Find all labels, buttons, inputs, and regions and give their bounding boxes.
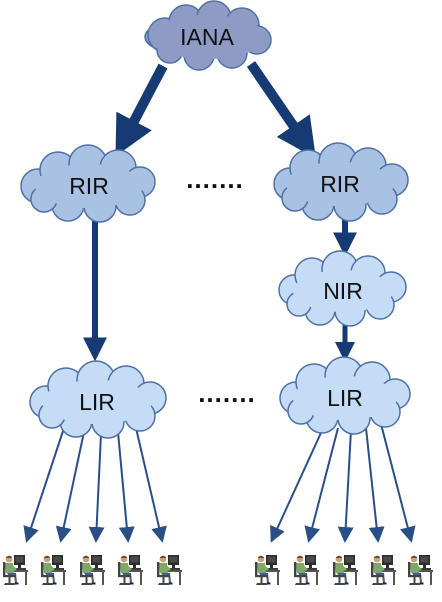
- user-at-computer-icon: [157, 555, 182, 585]
- user-at-computer-icon: [118, 555, 143, 585]
- cloud-lir-left: LIR: [29, 360, 167, 439]
- user-at-computer-icon: [371, 555, 396, 585]
- lir-right-label: LIR: [327, 385, 363, 411]
- user-at-computer-icon: [255, 555, 280, 585]
- lir-left-label: LIR: [79, 389, 115, 415]
- end-users-left: [3, 555, 182, 585]
- rir-left-label: RIR: [69, 173, 109, 199]
- user-at-computer-icon: [294, 555, 319, 585]
- iana-label: IANA: [180, 24, 234, 50]
- user-at-computer-icon: [80, 555, 105, 585]
- user-at-computer-icon: [408, 555, 433, 585]
- user-at-computer-icon: [3, 555, 28, 585]
- right-lir-fanout-arrows: [270, 423, 416, 543]
- user-at-computer-icon: [333, 555, 358, 585]
- rir-right-label: RIR: [320, 171, 360, 197]
- left-lir-fanout-arrows: [23, 427, 167, 543]
- rir-gap-dots: .......: [186, 164, 244, 194]
- cloud-rir-left: RIR: [20, 144, 156, 223]
- cloud-lir-right: LIR: [279, 356, 411, 435]
- nir-label: NIR: [323, 278, 363, 304]
- lir-gap-dots: .......: [198, 378, 256, 408]
- arrow-iana-to-rir-left: [115, 63, 168, 157]
- end-users-right: [255, 555, 433, 585]
- user-at-computer-icon: [41, 555, 66, 585]
- cloud-iana: IANA: [144, 0, 272, 71]
- cloud-nir: NIR: [278, 250, 407, 327]
- cloud-rir-right: RIR: [273, 142, 409, 222]
- arrow-iana-to-rir-right: [246, 61, 316, 159]
